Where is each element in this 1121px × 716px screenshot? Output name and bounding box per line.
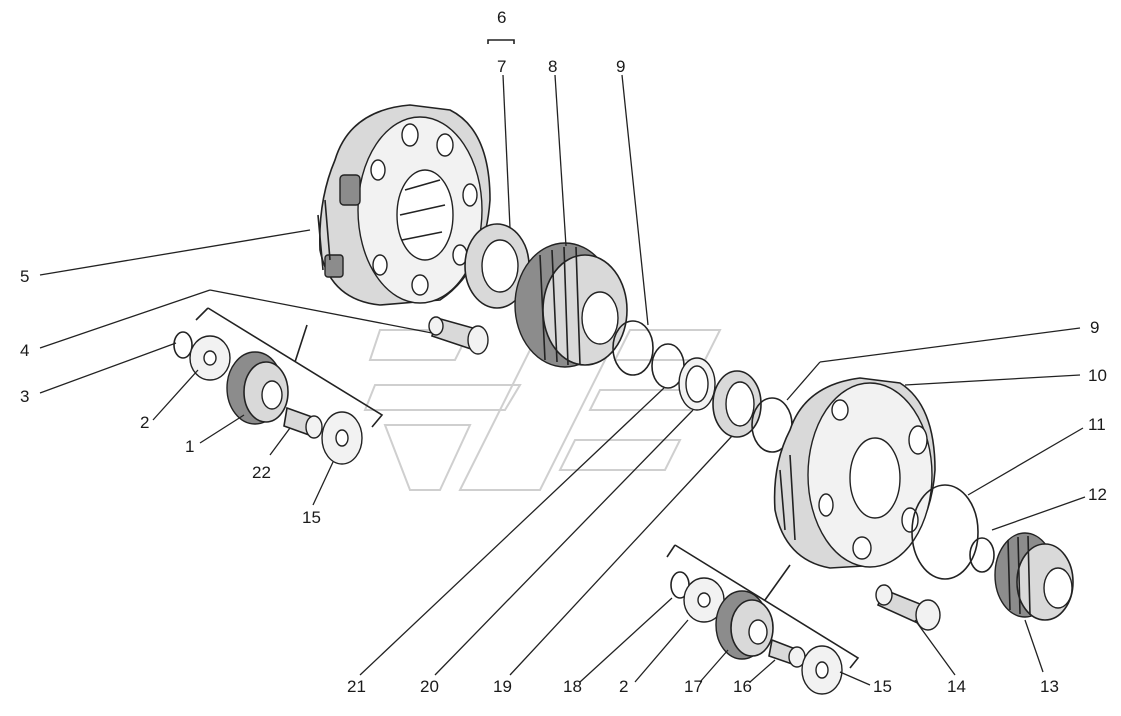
bracket-upper-set — [195, 307, 384, 428]
planet-gear-set-upper — [173, 331, 363, 465]
callout-9-top: 9 — [616, 57, 625, 76]
callout-2-upper: 2 — [140, 413, 149, 432]
callout-20: 20 — [420, 677, 439, 696]
callout-15-upper: 15 — [302, 508, 321, 527]
callout-13: 13 — [1040, 677, 1059, 696]
pin-part-14 — [875, 584, 941, 631]
callout-9-right: 9 — [1090, 318, 1099, 337]
circlip-part-3 — [173, 331, 193, 359]
callout-15-lower: 15 — [873, 677, 892, 696]
callout-1: 1 — [185, 437, 194, 456]
callout-10: 10 — [1088, 366, 1107, 385]
circlip-part-9-upper — [612, 320, 654, 376]
circlip-part-12 — [969, 537, 995, 573]
gear-part-13 — [994, 532, 1074, 621]
callout-22: 22 — [252, 463, 271, 482]
pin-part-4 — [428, 316, 489, 355]
snap-ring-part-11 — [911, 484, 979, 580]
thrust-ring-part-19 — [678, 357, 716, 411]
callout-3: 3 — [20, 387, 29, 406]
bracket-lower-set — [666, 544, 860, 669]
callout-18: 18 — [563, 677, 582, 696]
planet-gear-set-lower — [670, 571, 843, 695]
bracket-6 — [487, 39, 515, 44]
callout-8: 8 — [548, 57, 557, 76]
double-gear-part-8 — [514, 242, 628, 368]
callout-6: 6 — [497, 8, 506, 27]
callout-5: 5 — [20, 267, 29, 286]
callout-7: 7 — [497, 57, 506, 76]
callout-11: 11 — [1088, 415, 1106, 434]
callout-19: 19 — [493, 677, 512, 696]
carrier-part-10 — [773, 377, 936, 569]
callout-21: 21 — [347, 677, 366, 696]
carrier-housing-part-5 — [317, 104, 491, 306]
leader-lines — [39, 74, 1086, 686]
callout-16: 16 — [733, 677, 752, 696]
callout-labels: 6 7 8 9 5 4 3 2 1 22 15 9 10 11 12 21 20… — [20, 8, 1107, 696]
callout-2-lower: 2 — [619, 677, 628, 696]
callout-14: 14 — [947, 677, 966, 696]
callout-12: 12 — [1088, 485, 1107, 504]
needle-bearing — [712, 370, 762, 438]
callout-4: 4 — [20, 341, 29, 360]
callout-17: 17 — [684, 677, 703, 696]
